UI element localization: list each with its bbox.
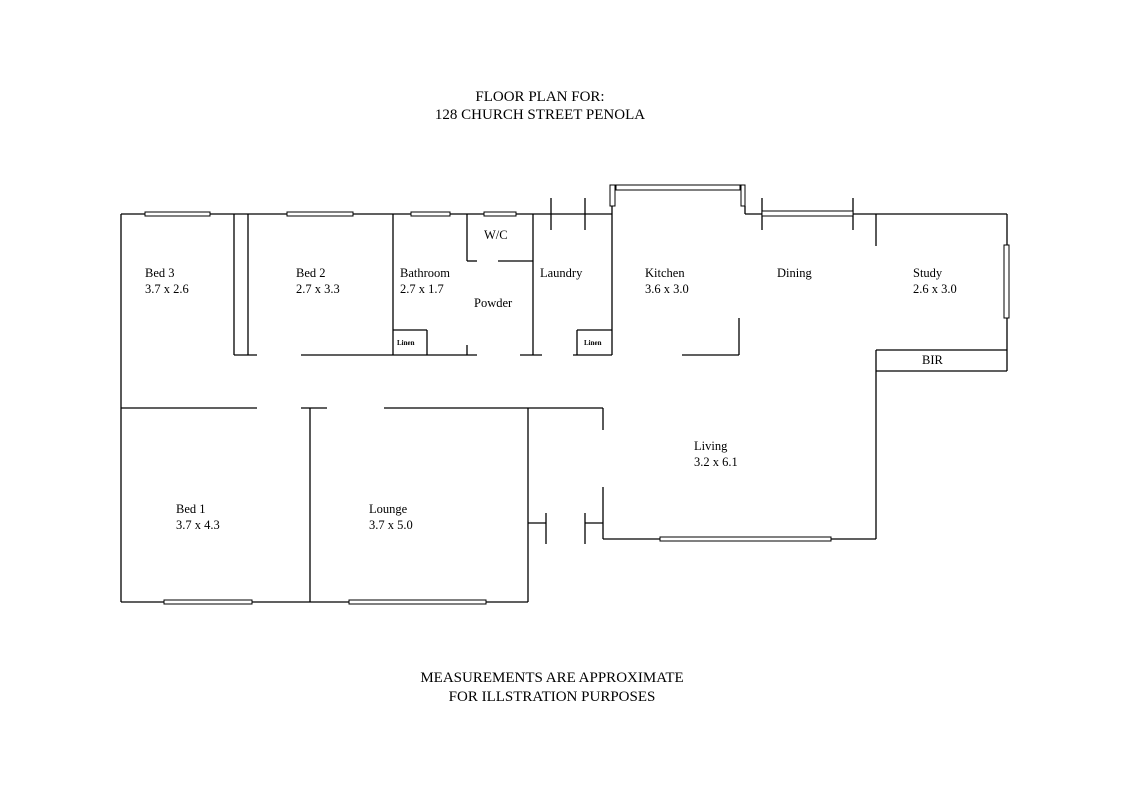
room-label-linen-laundry: Linen	[584, 339, 602, 347]
window	[740, 184, 746, 207]
window	[1003, 244, 1010, 319]
window	[609, 184, 616, 207]
room-label-laundry: Laundry	[540, 266, 583, 280]
room-size-bed2: 2.7 x 3.3	[296, 282, 340, 296]
window	[410, 211, 451, 217]
window	[761, 210, 854, 217]
room-size-study: 2.6 x 3.0	[913, 282, 957, 296]
room-label-bed1: Bed 1	[176, 502, 206, 516]
room-label-powder: Powder	[474, 296, 513, 310]
room-label-kitchen: Kitchen	[645, 266, 685, 280]
window	[144, 211, 211, 217]
window	[163, 599, 253, 605]
window	[615, 184, 741, 191]
room-label-living: Living	[694, 439, 728, 453]
room-label-bed3: Bed 3	[145, 266, 175, 280]
room-size-bed1: 3.7 x 4.3	[176, 518, 220, 532]
room-size-lounge: 3.7 x 5.0	[369, 518, 413, 532]
room-label-bathroom: Bathroom	[400, 266, 450, 280]
plan-address: 128 CHURCH STREET PENOLA	[435, 107, 645, 123]
room-label-bed2: Bed 2	[296, 266, 326, 280]
walls	[120, 198, 1008, 603]
plan-title: FLOOR PLAN FOR:	[475, 89, 604, 105]
room-label-study: Study	[913, 266, 943, 280]
room-size-kitchen: 3.6 x 3.0	[645, 282, 689, 296]
window	[483, 211, 517, 217]
room-label-bir: BIR	[922, 353, 944, 367]
room-label-wc: W/C	[484, 228, 508, 242]
room-size-living: 3.2 x 6.1	[694, 455, 738, 469]
room-label-dining: Dining	[777, 266, 812, 280]
window	[659, 536, 832, 542]
room-size-bed3: 3.7 x 2.6	[145, 282, 189, 296]
room-label-linen-bathroom: Linen	[397, 339, 415, 347]
footer-note-line1: MEASUREMENTS ARE APPROXIMATE	[420, 670, 683, 686]
window	[348, 599, 487, 605]
windows	[144, 184, 1010, 605]
window	[286, 211, 354, 217]
footer-note-line2: FOR ILLSTRATION PURPOSES	[449, 689, 656, 705]
room-label-lounge: Lounge	[369, 502, 408, 516]
room-size-bathroom: 2.7 x 1.7	[400, 282, 444, 296]
